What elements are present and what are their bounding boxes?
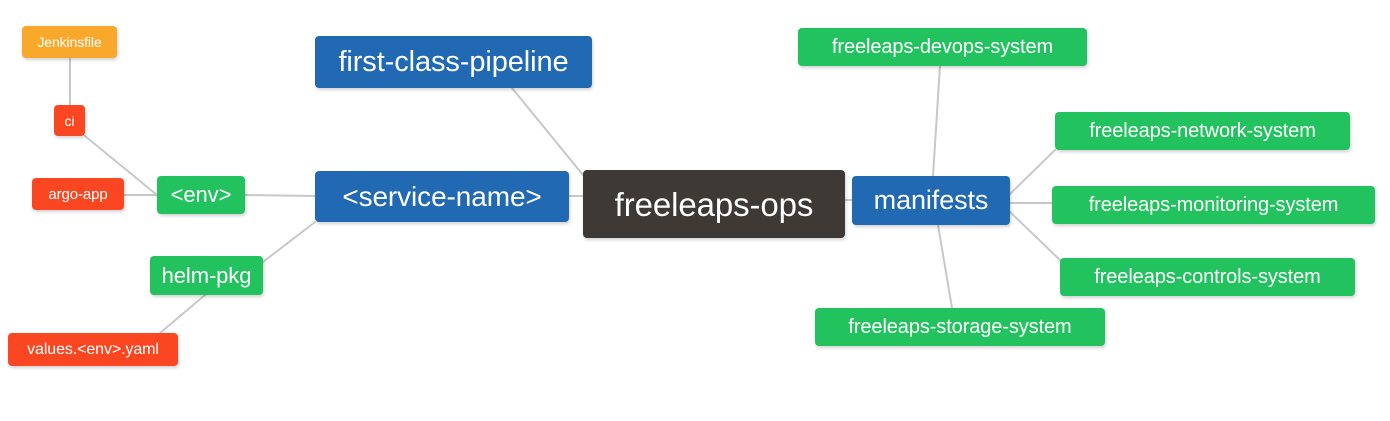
edge-freeleaps-devops-system-to-manifests [932, 65, 941, 177]
mindmap-node-freeleaps-ops[interactable]: freeleaps-ops [583, 170, 845, 238]
mindmap-node-jenkinsfile[interactable]: Jenkinsfile [22, 26, 117, 58]
mindmap-node-freeleaps-network-system[interactable]: freeleaps-network-system [1055, 112, 1350, 150]
mindmap-node-freeleaps-controls-system[interactable]: freeleaps-controls-system [1060, 258, 1355, 296]
mindmap-node-freeleaps-devops-system[interactable]: freeleaps-devops-system [798, 28, 1087, 66]
mindmap-node-service-name[interactable]: <service-name> [315, 171, 569, 222]
mindmap-node-freeleaps-monitoring-system[interactable]: freeleaps-monitoring-system [1052, 186, 1375, 224]
mindmap-node-first-class-pipeline[interactable]: first-class-pipeline [315, 36, 592, 88]
mindmap-node-ci[interactable]: ci [54, 105, 85, 136]
edge-first-class-pipeline-to-freeleaps-ops [511, 87, 584, 176]
mindmap-node-values-env-yaml[interactable]: values.<env>.yaml [8, 333, 178, 366]
edge-env-to-service-name [244, 194, 316, 197]
edge-freeleaps-network-system-to-manifests [1009, 149, 1056, 195]
mindmap-node-env[interactable]: <env> [157, 176, 245, 214]
mindmap-node-argo-app[interactable]: argo-app [32, 178, 124, 210]
mindmap-node-manifests[interactable]: manifests [852, 176, 1010, 225]
edge-freeleaps-storage-system-to-manifests [937, 224, 953, 309]
edge-helm-pkg-to-service-name [262, 221, 316, 263]
edge-values-env-yaml-to-helm-pkg [159, 294, 206, 334]
mindmap-node-helm-pkg[interactable]: helm-pkg [150, 256, 263, 295]
mindmap-node-freeleaps-storage-system[interactable]: freeleaps-storage-system [815, 308, 1105, 346]
